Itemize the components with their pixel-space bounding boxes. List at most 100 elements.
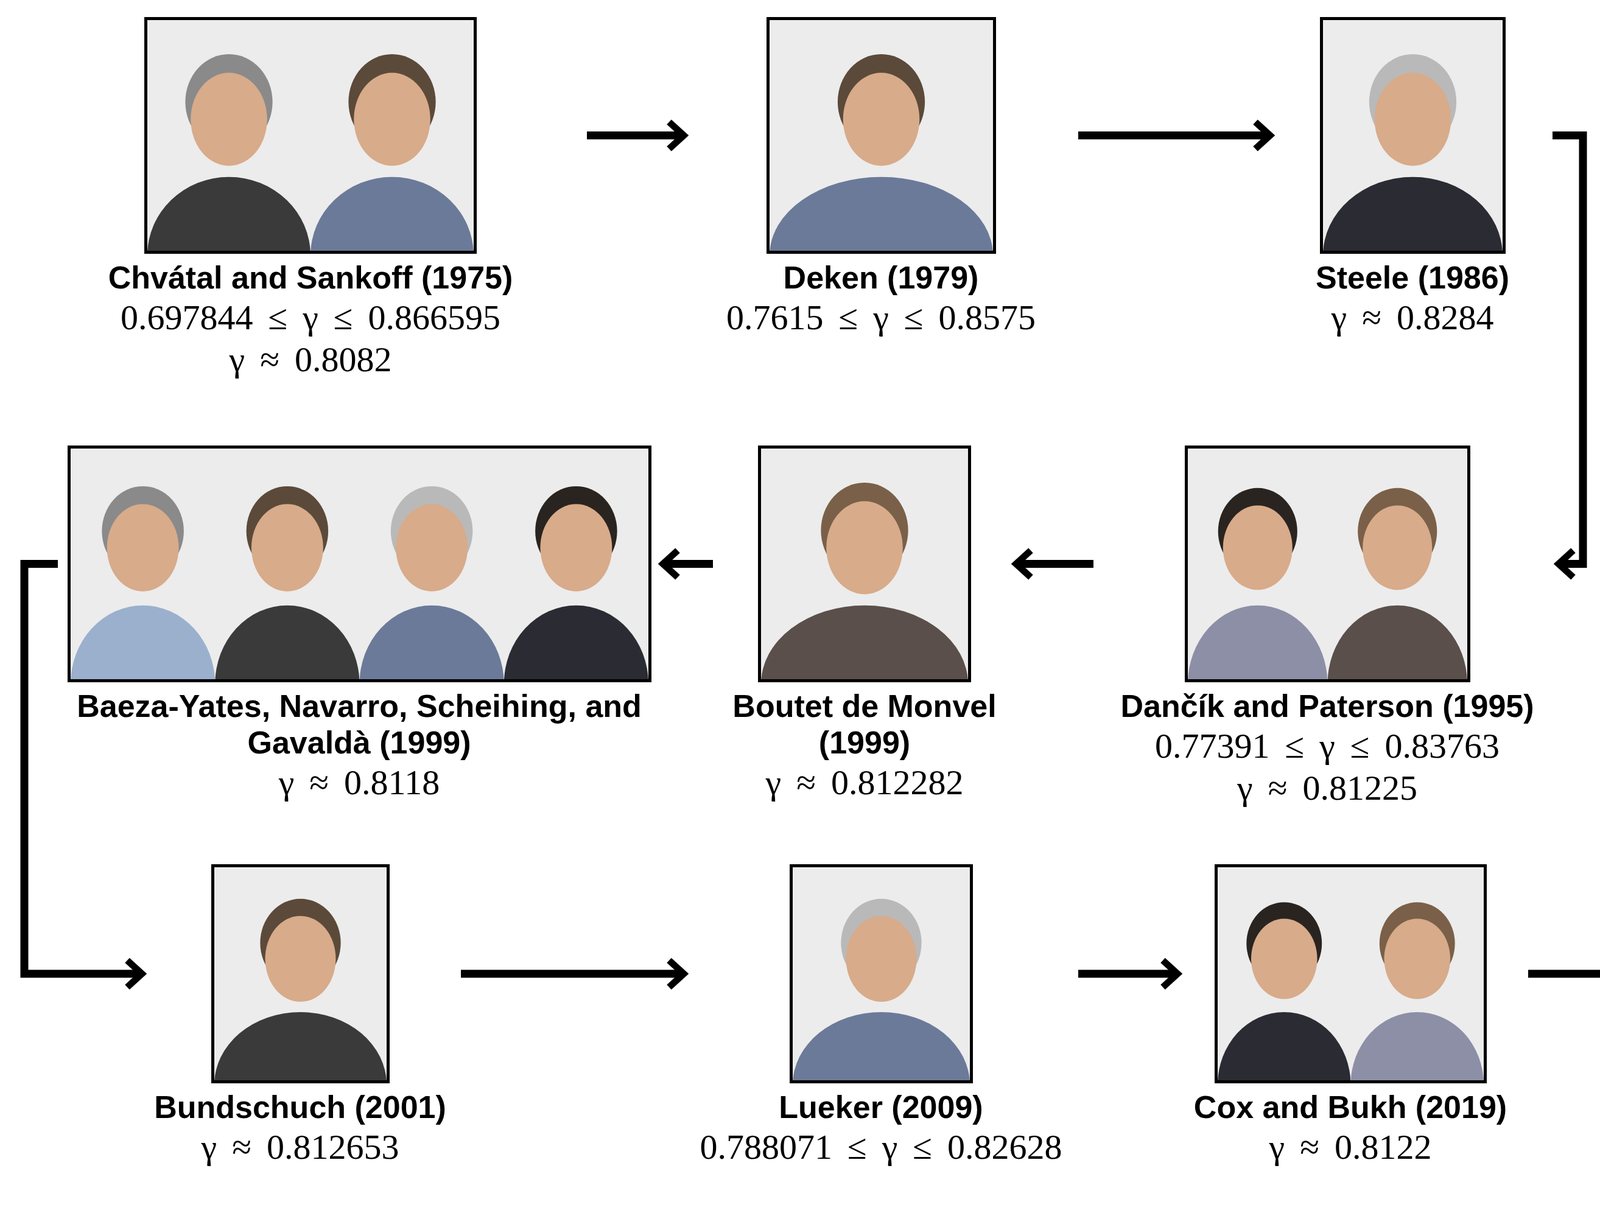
- author-name: Bundschuch (2001): [154, 1089, 447, 1127]
- person-silhouette: [1322, 54, 1503, 251]
- timeline-node: Lueker (2009)0.788071 ≤ γ ≤ 0.82628: [686, 864, 1076, 1169]
- person-silhouette: [792, 899, 970, 1081]
- timeline-arrow: [586, 131, 684, 140]
- timeline-arrow: [1078, 970, 1178, 979]
- continuation-line: [1528, 970, 1600, 979]
- shoulders: [1327, 605, 1468, 680]
- portrait-photo: [67, 445, 652, 683]
- person-silhouette: [503, 486, 648, 680]
- portrait-photo: [1214, 864, 1487, 1084]
- shoulders: [359, 605, 504, 680]
- shoulders: [1322, 177, 1503, 251]
- portrait-figure: [147, 20, 474, 251]
- timeline-node: Dančík and Paterson (1995)0.77391 ≤ γ ≤ …: [1095, 445, 1559, 810]
- shoulders: [1217, 1012, 1351, 1081]
- face: [395, 504, 468, 592]
- portrait-photo: [757, 445, 972, 683]
- constant-value: γ ≈ 0.81225: [1237, 767, 1418, 810]
- timeline-node: Baeza-Yates, Navarro, Scheihing, and Gav…: [57, 445, 661, 804]
- person-silhouette: [70, 486, 215, 680]
- author-name: Steele (1986): [1315, 259, 1510, 297]
- shoulders: [310, 177, 474, 251]
- person-silhouette: [1187, 488, 1328, 680]
- constant-value: γ ≈ 0.8122: [1269, 1126, 1432, 1169]
- person-silhouette: [214, 486, 360, 680]
- constant-value: 0.697844 ≤ γ ≤ 0.866595: [120, 296, 501, 340]
- author-name: Chvátal and Sankoff (1975): [108, 259, 514, 297]
- constant-value: 0.77391 ≤ γ ≤ 0.83763: [1154, 725, 1500, 768]
- person-silhouette: [1350, 902, 1484, 1081]
- timeline-node: Bundschuch (2001)γ ≈ 0.812653: [141, 864, 459, 1169]
- portrait-photo: [211, 864, 390, 1084]
- constant-value: γ ≈ 0.812282: [765, 761, 964, 805]
- face: [845, 916, 917, 1003]
- constant-value: 0.788071 ≤ γ ≤ 0.82628: [699, 1126, 1062, 1169]
- face: [264, 916, 336, 1003]
- timeline-node: Cox and Bukh (2019)γ ≈ 0.8122: [1179, 864, 1521, 1169]
- shoulders: [214, 1012, 387, 1081]
- face: [1222, 505, 1292, 591]
- author-name: Baeza-Yates, Navarro, Scheihing, and Gav…: [57, 688, 661, 762]
- author-name: Dančík and Paterson (1995): [1120, 688, 1534, 726]
- person-silhouette: [214, 899, 387, 1081]
- author-name: Lueker (2009): [778, 1089, 983, 1127]
- constant-value: γ ≈ 0.8082: [229, 338, 393, 382]
- portrait-photo: [1319, 17, 1506, 254]
- face: [1383, 918, 1451, 1000]
- shoulders: [1187, 605, 1328, 680]
- person-silhouette: [359, 486, 504, 680]
- constant-value: 0.7615 ≤ γ ≤ 0.8575: [726, 296, 1036, 340]
- portrait-photo: [1184, 445, 1471, 683]
- person-silhouette: [769, 54, 993, 251]
- shoulders: [147, 177, 311, 251]
- timeline-arrow: [1552, 135, 1583, 565]
- face: [190, 73, 268, 167]
- constant-value: γ ≈ 0.8118: [278, 761, 441, 805]
- face: [1250, 918, 1317, 1000]
- constant-value: γ ≈ 0.8284: [1331, 296, 1495, 340]
- face: [250, 504, 323, 592]
- face: [106, 504, 179, 592]
- portrait-figure: [70, 448, 649, 680]
- shoulders: [769, 177, 993, 251]
- person-silhouette: [1217, 902, 1351, 1081]
- shoulders: [70, 605, 215, 680]
- face: [353, 73, 431, 167]
- author-name: Deken (1979): [783, 259, 979, 297]
- portrait-photo: [144, 17, 477, 254]
- timeline-arrow: [663, 560, 713, 569]
- author-name: Boutet de Monvel (1999): [715, 688, 1014, 762]
- portrait-figure: [1217, 867, 1484, 1081]
- face: [842, 73, 920, 167]
- portrait-figure: [1322, 20, 1503, 251]
- timeline-node: Steele (1986)γ ≈ 0.8284: [1272, 17, 1553, 339]
- person-silhouette: [310, 54, 474, 251]
- timeline-arrow: [460, 970, 684, 979]
- face: [826, 501, 903, 595]
- face: [1362, 505, 1432, 591]
- portrait-figure: [769, 20, 993, 251]
- portrait-figure: [792, 867, 970, 1081]
- person-silhouette: [1327, 488, 1468, 680]
- shoulders: [214, 605, 360, 680]
- timeline-arrow: [1078, 131, 1271, 140]
- face: [540, 504, 612, 592]
- author-name: Cox and Bukh (2019): [1193, 1089, 1507, 1127]
- timeline-arrow: [1016, 560, 1094, 569]
- portrait-figure: [1187, 448, 1468, 680]
- face: [1374, 73, 1451, 167]
- person-silhouette: [147, 54, 311, 251]
- shoulders: [792, 1012, 970, 1081]
- portrait-photo: [766, 17, 997, 254]
- shoulders: [761, 605, 969, 680]
- timeline-node: Chvátal and Sankoff (1975)0.697844 ≤ γ ≤…: [36, 17, 585, 382]
- timeline-node: Deken (1979)0.7615 ≤ γ ≤ 0.8575: [686, 17, 1076, 339]
- shoulders: [503, 605, 648, 680]
- portrait-figure: [214, 867, 387, 1081]
- person-silhouette: [761, 482, 969, 680]
- constant-value: γ ≈ 0.812653: [201, 1126, 400, 1169]
- timeline-node: Boutet de Monvel (1999)γ ≈ 0.812282: [715, 445, 1014, 804]
- shoulders: [1350, 1012, 1484, 1081]
- portrait-photo: [789, 864, 973, 1084]
